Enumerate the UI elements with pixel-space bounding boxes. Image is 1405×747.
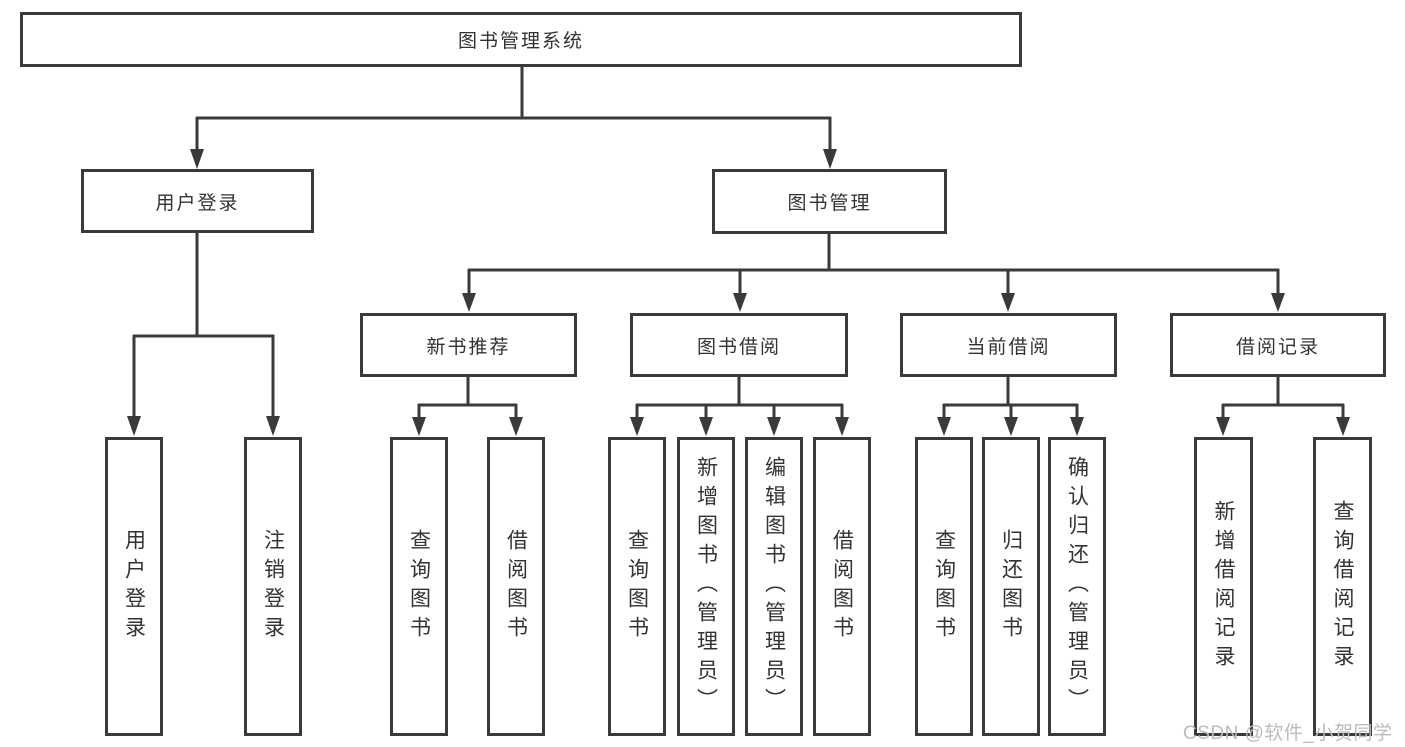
leaf-rec-borrow-books-label: 借阅图书 bbox=[504, 528, 528, 645]
csdn-watermark: CSDN @软件_小贺同学 bbox=[1183, 723, 1393, 744]
leaf-user-login-label: 用户登录 bbox=[122, 528, 146, 645]
node-current-borrow-label: 当前借阅 bbox=[966, 336, 1051, 358]
node-new-book-rec-label: 新书推荐 bbox=[426, 336, 511, 358]
node-root-label: 图书管理系统 bbox=[457, 31, 584, 52]
leaf-rec-query-books-label: 查询图书 bbox=[407, 528, 431, 645]
node-user-login-group: 用户登录 bbox=[81, 169, 314, 233]
node-book-mgmt-group: 图书管理 bbox=[712, 169, 947, 234]
leaf-records-query-record: 查询借阅记录 bbox=[1313, 437, 1372, 736]
leaf-borrow-borrow-books-label: 借阅图书 bbox=[830, 528, 854, 645]
leaf-current-return-books-label: 归还图书 bbox=[999, 528, 1023, 645]
leaf-current-query-books-label: 查询图书 bbox=[932, 528, 956, 645]
leaf-records-add-record-label: 新增借阅记录 bbox=[1212, 499, 1235, 674]
leaf-rec-query-books: 查询图书 bbox=[390, 437, 448, 736]
leaf-current-return-books: 归还图书 bbox=[982, 437, 1040, 736]
leaf-current-confirm-return-label: 确认归还（管理员） bbox=[1065, 456, 1089, 717]
leaf-records-query-record-label: 查询借阅记录 bbox=[1331, 499, 1354, 674]
leaf-current-confirm-return: 确认归还（管理员） bbox=[1048, 437, 1106, 736]
node-book-borrow: 图书借阅 bbox=[630, 313, 848, 377]
leaf-borrow-add-books-label: 新增图书（管理员） bbox=[694, 456, 718, 717]
node-root: 图书管理系统 bbox=[20, 12, 1022, 67]
leaf-logout: 注销登录 bbox=[244, 437, 302, 736]
node-new-book-rec: 新书推荐 bbox=[360, 313, 577, 377]
node-user-login-group-label: 用户登录 bbox=[155, 192, 240, 214]
node-book-mgmt-group-label: 图书管理 bbox=[787, 193, 872, 214]
node-borrow-records: 借阅记录 bbox=[1170, 313, 1386, 377]
leaf-logout-label: 注销登录 bbox=[261, 528, 285, 645]
leaf-rec-borrow-books: 借阅图书 bbox=[487, 437, 545, 736]
node-book-borrow-label: 图书借阅 bbox=[696, 336, 781, 358]
leaf-user-login: 用户登录 bbox=[105, 437, 163, 736]
node-borrow-records-label: 借阅记录 bbox=[1235, 336, 1320, 358]
leaf-borrow-edit-books-label: 编辑图书（管理员） bbox=[762, 456, 786, 717]
leaf-borrow-query-books: 查询图书 bbox=[608, 437, 666, 736]
leaf-current-query-books: 查询图书 bbox=[915, 437, 973, 736]
node-current-borrow: 当前借阅 bbox=[900, 313, 1117, 377]
leaf-borrow-query-books-label: 查询图书 bbox=[625, 528, 649, 645]
leaf-borrow-borrow-books: 借阅图书 bbox=[813, 437, 871, 736]
leaf-borrow-add-books: 新增图书（管理员） bbox=[677, 437, 735, 736]
leaf-borrow-edit-books: 编辑图书（管理员） bbox=[745, 437, 803, 736]
leaf-records-add-record: 新增借阅记录 bbox=[1194, 437, 1253, 736]
